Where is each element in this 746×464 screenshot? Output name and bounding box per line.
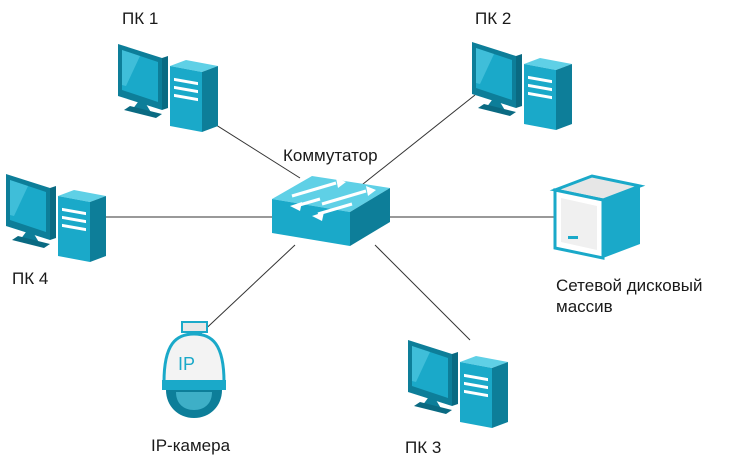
pc4-label: ПК 4 — [12, 269, 49, 288]
camera-label: IP-камера — [151, 436, 231, 455]
switch-label: Коммутатор — [283, 146, 378, 165]
nas-label-line1: Сетевой дисковый — [556, 276, 703, 295]
link-pc1 — [204, 117, 301, 179]
pc3-label: ПК 3 — [405, 438, 442, 457]
ip-camera-icon — [162, 321, 226, 418]
camera-badge: IP — [178, 354, 195, 374]
pc2-label: ПК 2 — [475, 9, 512, 28]
pc4-icon — [6, 174, 106, 262]
pc1-label: ПК 1 — [122, 9, 159, 28]
connection-lines — [105, 94, 555, 341]
link-camera — [196, 244, 296, 338]
pc2-icon — [472, 42, 572, 130]
nas-icon — [549, 174, 646, 260]
nas-label-line2: массив — [556, 297, 613, 316]
switch-icon — [272, 176, 390, 246]
link-pc3 — [374, 244, 471, 341]
pc1-icon — [118, 44, 218, 132]
link-pc2 — [357, 94, 476, 189]
pc3-icon — [408, 340, 508, 428]
